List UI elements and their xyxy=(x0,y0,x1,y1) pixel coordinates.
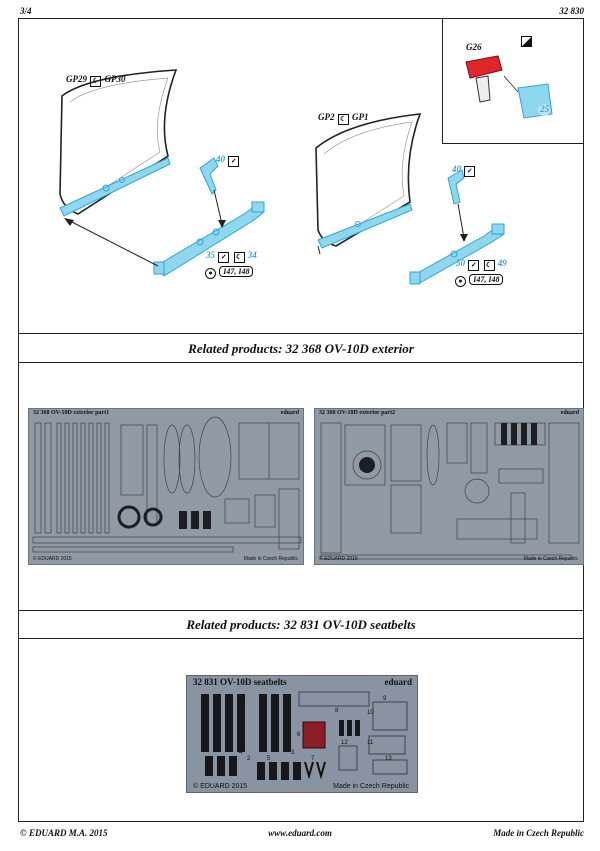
exterior-section-title: Related products: 32 368 OV-10D exterior xyxy=(188,341,414,356)
divider-exterior-sheets xyxy=(18,610,584,611)
footer-website[interactable]: www.eduard.com xyxy=(268,828,332,838)
fret-made-in: Made in Czech Republic xyxy=(243,556,298,562)
moon-icon: ☾ xyxy=(90,76,102,87)
fret-made-in: Made in Czech Republic xyxy=(523,556,578,562)
right-panel-rail xyxy=(317,203,413,249)
label-gp29: GP29 xyxy=(66,74,87,84)
part-number-5: 5 xyxy=(267,756,271,762)
left-label-35-34: 35 ✓ ☾ 34 xyxy=(206,250,257,263)
fret-copyright: © EDUARD 2015 xyxy=(193,783,248,790)
part-number-11: 11 xyxy=(367,740,374,746)
fret-caption: 32 368 OV-10D exterior part1 xyxy=(33,410,110,416)
fret-parts-art xyxy=(32,416,302,553)
divider-seatbelts-title xyxy=(18,638,584,639)
label-gp2: GP2 xyxy=(318,112,335,122)
moon-icon: ☾ xyxy=(233,252,245,263)
right-part-40 xyxy=(447,169,465,205)
left-ref-parts: I47, I48 xyxy=(219,266,254,277)
fret-copyright: © EDUARD 2015 xyxy=(33,556,72,562)
check-icon: ✓ xyxy=(218,252,230,263)
half-fill-icon xyxy=(521,36,532,47)
left-ref: ● I47, I48 xyxy=(204,266,254,279)
seatbelts-section-title: Related products: 32 831 OV-10D seatbelt… xyxy=(186,617,416,632)
fret-caption: 32 368 OV-10D exterior part2 xyxy=(319,410,396,416)
left-part-40 xyxy=(199,157,219,195)
inset-label-25: 25 xyxy=(540,104,549,114)
fret-parts-art xyxy=(320,422,580,560)
label-gp1: GP1 xyxy=(352,112,369,122)
right-ref-parts: I47, I48 xyxy=(469,274,504,285)
part-40-number: 40 xyxy=(216,154,225,164)
part-50-number: 50 xyxy=(456,258,465,268)
part-35-number: 35 xyxy=(206,250,215,260)
paint-icon: ● xyxy=(205,268,216,279)
part-34-number: 34 xyxy=(247,250,257,260)
moon-icon: ☾ xyxy=(483,260,495,271)
exterior-fret-part2: 32 368 OV-10D exterior part2 eduard © ED… xyxy=(314,408,584,565)
seatbelts-fret: 32 831 OV-10D seatbelts eduard 1 2 3 4 5… xyxy=(186,675,418,793)
fret-brand: eduard xyxy=(560,410,579,416)
label-gp2-gp1: GP2 ☾ GP1 xyxy=(318,112,369,125)
kit-code: 32 830 xyxy=(559,6,584,16)
part-number-3: 3 xyxy=(291,750,295,756)
seatbelt-parts-art xyxy=(201,691,408,780)
part-number-7: 7 xyxy=(311,756,315,762)
fret-brand: eduard xyxy=(384,677,412,687)
footer-made-in: Made in Czech Republic xyxy=(493,828,584,838)
exterior-fret-part1: 32 368 OV-10D exterior part1 eduard © ED… xyxy=(28,408,304,565)
moon-icon: ☾ xyxy=(337,114,349,125)
part-number-4: 4 xyxy=(239,750,243,756)
part-g26-number: G26 xyxy=(466,42,482,52)
divider-top xyxy=(18,333,584,334)
inset-red-part xyxy=(465,55,503,79)
check-icon: ✓ xyxy=(228,156,240,167)
part-number-10: 10 xyxy=(367,710,374,716)
part-number-6: 6 xyxy=(297,732,301,738)
left-label-40: 40 ✓ xyxy=(216,154,240,167)
paint-icon: ● xyxy=(455,276,466,287)
fret-made-in: Made in Czech Republic xyxy=(333,783,409,790)
part-number-8: 8 xyxy=(335,708,339,714)
detail-inset xyxy=(442,18,584,144)
part-number-9: 9 xyxy=(383,696,387,702)
left-panel-rail xyxy=(59,157,171,217)
check-icon: ✓ xyxy=(464,166,476,177)
part-number-13: 13 xyxy=(385,756,392,762)
page-number: 3/4 xyxy=(20,6,32,16)
inset-bolt xyxy=(475,75,491,103)
right-label-50-49: 50 ✓ ☾ 49 xyxy=(456,258,507,271)
part-49-number: 49 xyxy=(497,258,507,268)
footer-copyright: © EDUARD M.A. 2015 xyxy=(20,828,108,838)
part-number-1: 1 xyxy=(239,698,243,704)
left-canopy-panel xyxy=(59,69,178,215)
right-ref: ● I47, I48 xyxy=(454,274,504,287)
right-label-40: 40 ✓ xyxy=(452,164,476,177)
part-number-12: 12 xyxy=(341,740,348,746)
check-icon: ✓ xyxy=(468,260,480,271)
part-40-number: 40 xyxy=(452,164,461,174)
assembly-diagram xyxy=(59,55,553,285)
label-gp30: GP30 xyxy=(104,74,126,84)
part-number-2: 2 xyxy=(247,756,251,762)
divider-exterior-title xyxy=(18,362,584,363)
label-gp29-gp30: GP29 ☾ GP30 xyxy=(66,74,126,87)
fret-brand: eduard xyxy=(280,410,299,416)
inset-label-g26: G26 xyxy=(466,42,482,52)
fret-copyright: © EDUARD 2015 xyxy=(319,556,358,562)
fret-caption: 32 831 OV-10D seatbelts xyxy=(193,677,287,687)
